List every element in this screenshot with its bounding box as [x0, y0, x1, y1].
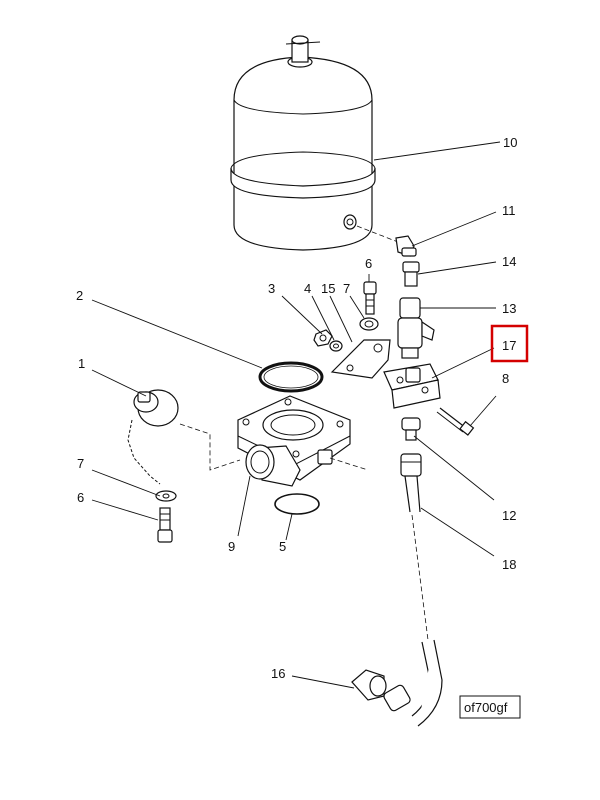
callout-17-highlight-box: [490, 324, 529, 363]
o-ring-5: [274, 493, 320, 515]
callout-5: 5: [279, 539, 286, 554]
dashed-cap-path: [179, 423, 241, 471]
callout-16: 16: [271, 666, 285, 681]
callout-7-top: 7: [343, 281, 350, 296]
leader-18: [420, 507, 495, 557]
leader-7-top: [349, 295, 365, 319]
leader-8: [469, 395, 497, 427]
leader-4: [311, 295, 335, 341]
callout-15: 15: [321, 281, 335, 296]
leader-1: [91, 369, 147, 397]
screw-6-lower: [157, 507, 173, 543]
leader-15: [329, 295, 353, 343]
callout-1: 1: [78, 356, 85, 371]
washer-7-lower: [155, 490, 177, 502]
nut-3: [313, 329, 333, 347]
leader-17: [431, 347, 495, 379]
dashed-screw-path: [329, 457, 369, 471]
callout-7-lower: 7: [77, 456, 84, 471]
leader-7-lower: [91, 469, 161, 497]
callout-10: 10: [503, 135, 517, 150]
diagram-ref-label: of700gf: [464, 700, 508, 715]
callout-8: 8: [502, 371, 509, 386]
o-ring-2-inner: [263, 365, 319, 389]
hose-assembly: [383, 453, 443, 727]
nipple-fitting: [402, 261, 420, 287]
adapter-fitting-12: [401, 417, 421, 441]
leader-14: [417, 261, 497, 275]
callout-6-top: 6: [365, 256, 372, 271]
callout-12: 12: [502, 508, 516, 523]
callout-13: 13: [502, 301, 516, 316]
leader-16: [291, 675, 355, 689]
leader-3: [281, 295, 323, 335]
bracket-plate-15: [330, 339, 391, 379]
mounting-bracket-17: [383, 363, 441, 409]
elbow-fitting: [395, 235, 417, 257]
lock-washer-7-top: [359, 317, 379, 331]
elbow-16: [351, 669, 387, 701]
diagram-ref-box: [459, 695, 521, 719]
leader-10: [373, 141, 501, 161]
callout-3: 3: [268, 281, 275, 296]
callout-11: 11: [502, 203, 516, 218]
reservoir-tank: [230, 35, 376, 251]
o-ring-2: [258, 361, 324, 393]
valve-housing: [237, 395, 351, 487]
cap-with-chain: [127, 389, 179, 485]
callout-4: 4: [304, 281, 311, 296]
callout-2: 2: [76, 288, 83, 303]
callout-18: 18: [502, 557, 516, 572]
callout-14: 14: [502, 254, 516, 269]
callout-9: 9: [228, 539, 235, 554]
leader-12: [413, 435, 495, 501]
leader-6-lower: [91, 499, 159, 521]
leader-2: [91, 299, 263, 369]
level-switch: [397, 297, 435, 359]
bolt-8: [436, 407, 475, 436]
leader-11: [411, 211, 497, 247]
callout-17: 17: [502, 338, 516, 353]
screw-6-top: [363, 281, 377, 315]
washer-4: [329, 340, 343, 352]
callout-6-lower: 6: [77, 490, 84, 505]
hose-path-dashed: [356, 225, 399, 243]
leader-5: [285, 513, 293, 541]
leader-9: [237, 475, 251, 537]
